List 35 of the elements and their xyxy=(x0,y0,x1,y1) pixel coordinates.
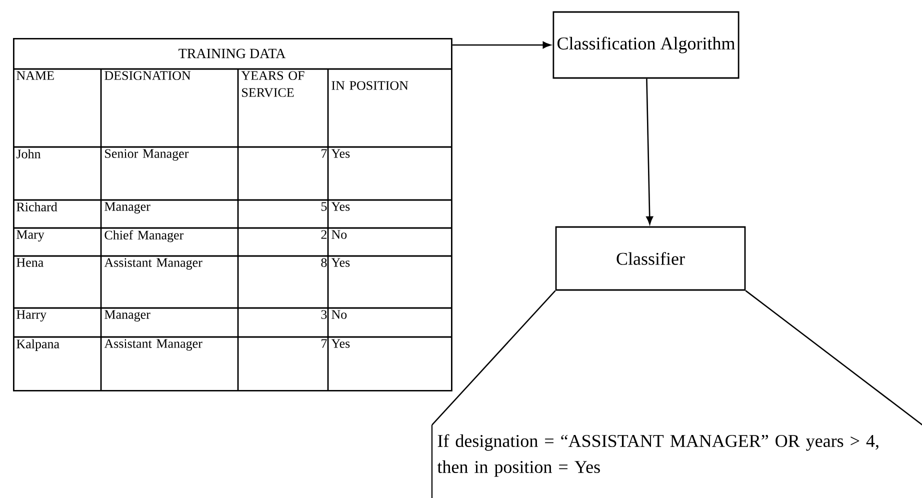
table-cell: 3 xyxy=(321,310,327,319)
table-cell: Assistant Manager xyxy=(104,339,202,351)
table-cell: Manager xyxy=(104,310,150,322)
table-cell: Harry xyxy=(16,310,46,322)
table-cell: Yes xyxy=(331,339,350,348)
connector-line xyxy=(432,290,556,426)
connector-line xyxy=(745,290,922,426)
table-cell: Mary xyxy=(16,230,44,242)
table-cell: NAME xyxy=(16,71,54,80)
table-cell: Hena xyxy=(16,258,44,267)
arrow xyxy=(646,78,654,224)
process-box: Classifier xyxy=(555,226,746,291)
process-box: Classification Algorithm xyxy=(552,11,740,79)
table-cell: Kalpana xyxy=(16,339,60,351)
table-cell: YEARS OF SERVICE xyxy=(241,71,304,97)
table-cell: DESIGNATION xyxy=(104,71,191,80)
table-cell: 7 xyxy=(322,339,327,348)
table-cell: 5 xyxy=(321,202,327,211)
table-cell: Assistant Manager xyxy=(104,258,202,270)
table-cell: No xyxy=(332,310,347,319)
table-cell: IN POSITION xyxy=(332,81,408,90)
table-cell: Richard xyxy=(16,202,58,212)
arrow xyxy=(452,42,551,48)
table-cell: 8 xyxy=(321,258,327,267)
table-cell: Chief Manager xyxy=(104,230,184,242)
table-cell: No xyxy=(332,230,347,239)
table-cell: 2 xyxy=(321,230,326,239)
table-cell: 7 xyxy=(322,149,327,158)
table-cell: Yes xyxy=(331,258,350,267)
table-cell: Yes xyxy=(331,149,350,158)
table-cell: Manager xyxy=(104,202,150,214)
table-cell: Yes xyxy=(331,202,350,211)
table-cell: Senior Manager xyxy=(105,149,189,161)
table-cell: John xyxy=(16,149,41,158)
rule-box: If designation = “ASSISTANT MANAGER” OR years > 4, then in position = Yes xyxy=(431,425,878,498)
